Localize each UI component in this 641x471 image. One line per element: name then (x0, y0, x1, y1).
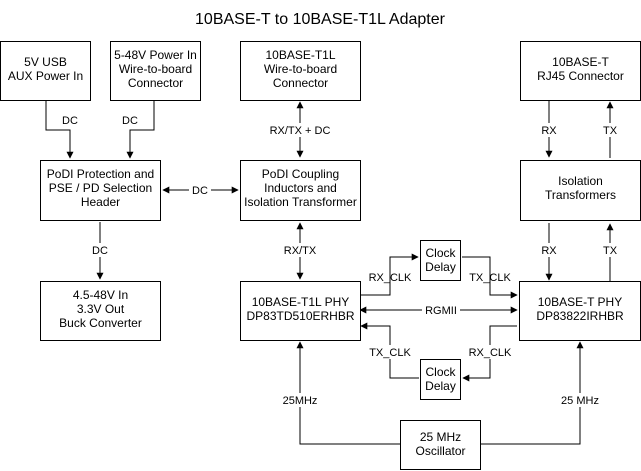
svg-text:DC: DC (62, 115, 78, 127)
svg-text:RX/TX + DC: RX/TX + DC (270, 125, 331, 137)
svg-text:5V USB: 5V USB (24, 55, 67, 69)
svg-text:TX: TX (603, 125, 618, 137)
svg-text:Clock: Clock (425, 365, 456, 379)
svg-text:10BASE-T1L PHY: 10BASE-T1L PHY (252, 295, 350, 309)
svg-text:DP83822IRHBR: DP83822IRHBR (536, 309, 624, 323)
tx-clk-top-arrow (462, 256, 518, 299)
w2b-dc-arrow (126, 101, 155, 159)
svg-text:10BASE-T: 10BASE-T (552, 55, 609, 69)
t1l-phy-block: 10BASE-T1L PHY DP83TD510ERHBR (240, 281, 361, 341)
buck-converter-block: 4.5-48V In 3.3V Out Buck Converter (40, 281, 161, 341)
svg-text:3.3V Out: 3.3V Out (77, 302, 125, 316)
svg-text:10BASE-T1L: 10BASE-T1L (265, 48, 335, 62)
svg-text:AUX Power In: AUX Power In (8, 69, 83, 83)
label-rgmii: RGMII (422, 303, 460, 317)
label-tx-clk-top: TX_CLK (469, 272, 511, 284)
svg-text:TX_CLK: TX_CLK (469, 272, 511, 284)
svg-text:25MHz: 25MHz (283, 395, 318, 407)
svg-text:PSE / PD Selection: PSE / PD Selection (49, 181, 152, 195)
svg-text:Header: Header (81, 195, 120, 209)
label-rxtx: RX/TX (282, 243, 318, 257)
svg-text:Buck Converter: Buck Converter (59, 316, 142, 330)
label-rx-clk-bottom: RX_CLK (468, 345, 512, 359)
svg-text:10BASE-T PHY: 10BASE-T PHY (538, 295, 622, 309)
svg-text:Isolation Transformer: Isolation Transformer (244, 195, 357, 209)
label-rj45-tx: TX (601, 123, 619, 137)
label-phy-tx: TX (601, 243, 619, 257)
svg-text:RX_CLK: RX_CLK (469, 347, 512, 359)
usb-dc-arrow (45, 101, 74, 159)
svg-text:Delay: Delay (425, 379, 456, 393)
podi-protection-block: PoDI Protection and PSE / PD Selection H… (40, 160, 161, 221)
svg-text:RX: RX (541, 125, 557, 137)
svg-text:Wire-to-board: Wire-to-board (119, 62, 192, 76)
rj45-connector-block: 10BASE-T RJ45 Connector (520, 41, 641, 101)
svg-text:25 MHz: 25 MHz (561, 395, 599, 407)
label-dc-w2b: DC (120, 113, 140, 127)
svg-text:Oscillator: Oscillator (415, 444, 465, 458)
rx-clk-top-arrow (360, 253, 419, 296)
label-osc-right: 25 MHz (558, 393, 602, 407)
svg-text:RX/TX: RX/TX (284, 245, 317, 257)
svg-text:Delay: Delay (425, 260, 456, 274)
svg-text:Connector: Connector (128, 76, 183, 90)
osc-left-arrow (296, 341, 400, 445)
clock-delay-bottom-block: Clock Delay (420, 359, 461, 400)
svg-text:PoDI Protection and: PoDI Protection and (47, 167, 154, 181)
svg-text:Connector: Connector (273, 76, 328, 90)
svg-text:Transformers: Transformers (545, 188, 616, 202)
svg-text:PoDI Coupling: PoDI Coupling (262, 167, 339, 181)
label-tx-clk-bottom: TX_CLK (368, 345, 412, 359)
label-rx-clk-top: RX_CLK (369, 272, 412, 284)
svg-text:Inductors and: Inductors and (264, 181, 337, 195)
label-rj45-rx: RX (540, 123, 558, 137)
svg-text:TX: TX (603, 245, 618, 257)
svg-text:DC: DC (192, 185, 208, 197)
t-phy-block: 10BASE-T PHY DP83822IRHBR (519, 281, 641, 341)
oscillator-block: 25 MHz Oscillator (400, 420, 481, 470)
svg-text:RX: RX (541, 245, 557, 257)
svg-text:RX_CLK: RX_CLK (369, 272, 412, 284)
svg-text:Clock: Clock (425, 246, 456, 260)
diagram-title: 10BASE-T to 10BASE-T1L Adapter (195, 11, 446, 28)
svg-text:RGMII: RGMII (425, 305, 457, 317)
wire-to-board-power-block: 5-48V Power In Wire-to-board Connector (110, 41, 201, 101)
isolation-transformers-block: Isolation Transformers (520, 160, 641, 221)
svg-text:DC: DC (92, 245, 108, 257)
svg-text:TX_CLK: TX_CLK (369, 347, 411, 359)
clock-delay-top-block: Clock Delay (420, 240, 461, 281)
svg-text:Isolation: Isolation (558, 174, 603, 188)
label-phy-rx: RX (540, 243, 558, 257)
label-dc-usb: DC (60, 113, 80, 127)
podi-coupling-block: PoDI Coupling Inductors and Isolation Tr… (240, 160, 361, 221)
svg-text:5-48V Power In: 5-48V Power In (114, 48, 197, 62)
svg-text:Wire-to-board: Wire-to-board (264, 62, 337, 76)
t1l-connector-block: 10BASE-T1L Wire-to-board Connector (240, 41, 361, 101)
osc-right-arrow (480, 341, 584, 445)
svg-text:RJ45 Connector: RJ45 Connector (537, 69, 624, 83)
label-dc-buck: DC (90, 243, 110, 257)
label-rxtx-dc: RX/TX + DC (268, 123, 332, 137)
label-dc-link: DC (189, 183, 211, 197)
usb-aux-power-block: 5V USB AUX Power In (0, 41, 91, 101)
svg-text:DC: DC (122, 115, 138, 127)
svg-text:DP83TD510ERHBR: DP83TD510ERHBR (246, 309, 354, 323)
label-osc-left: 25MHz (281, 393, 319, 407)
svg-text:4.5-48V In: 4.5-48V In (73, 288, 128, 302)
svg-text:25 MHz: 25 MHz (420, 430, 461, 444)
